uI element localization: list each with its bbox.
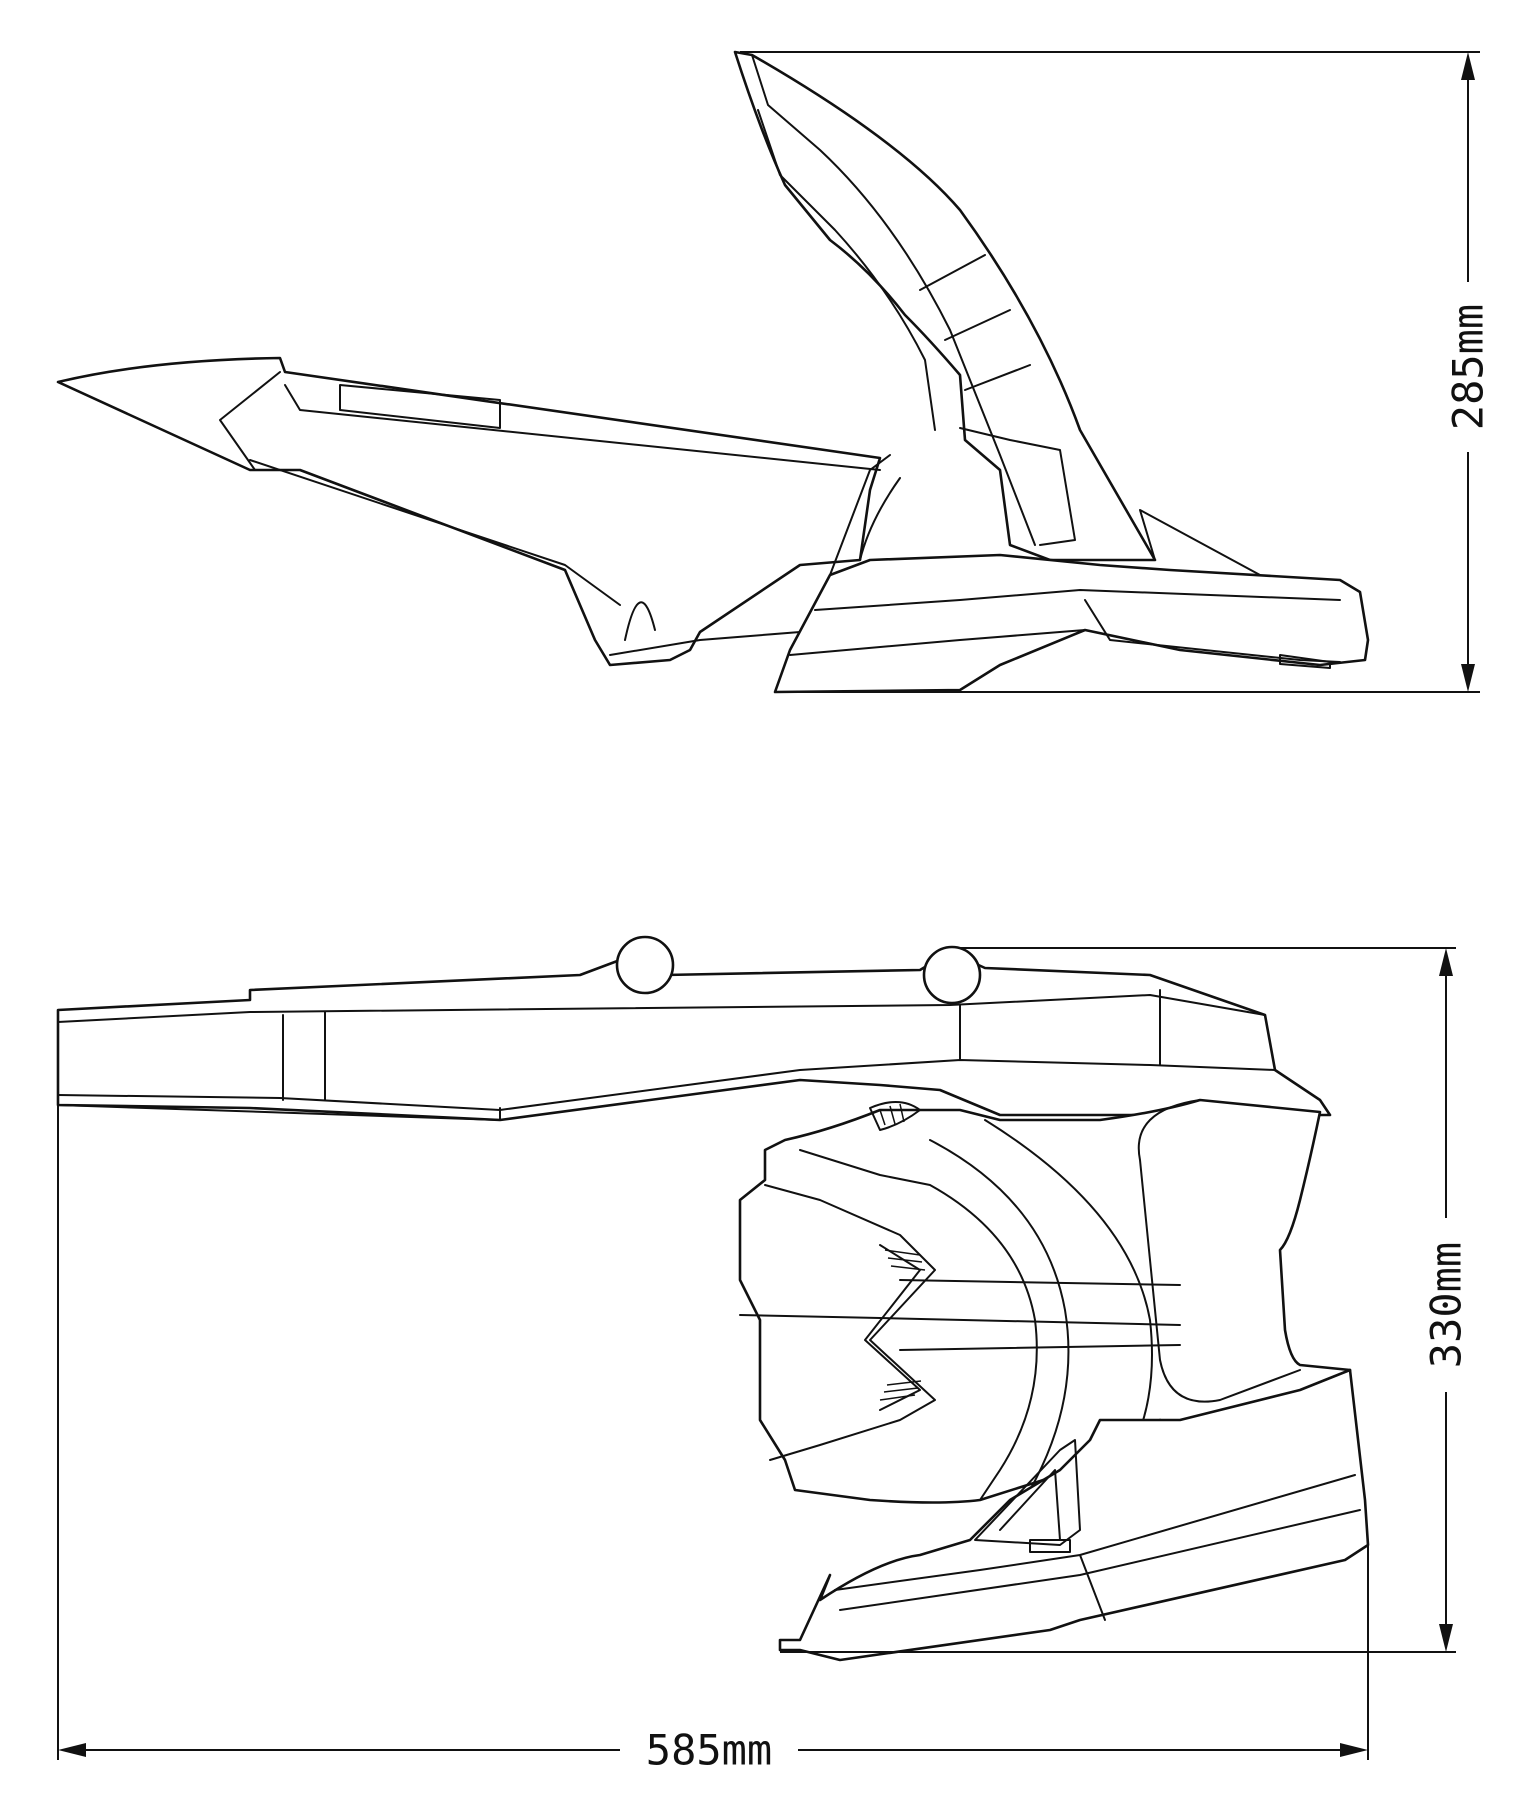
top-view-hugger-side-cutout bbox=[1137, 1099, 1301, 1403]
top-view-skirt-fin-inner bbox=[999, 1469, 1061, 1541]
top-view-hugger-top-vent bbox=[869, 1101, 921, 1131]
side-view-fin-rib-2 bbox=[944, 309, 1011, 341]
side-view-fin-rib-3 bbox=[964, 364, 1031, 391]
top-view-hugger-outer-arc bbox=[799, 1149, 1038, 1501]
dimension-overall-width: 585mm bbox=[57, 1105, 1369, 1775]
side-view bbox=[56, 50, 1370, 694]
top-view-hugger-chevron bbox=[764, 1184, 936, 1461]
dimension-side-height: 285mm bbox=[740, 51, 1493, 693]
top-view-skirt-fin bbox=[974, 1439, 1081, 1546]
side-view-tail-upper-rail bbox=[284, 384, 881, 471]
top-view-hugger-hline-2 bbox=[899, 1344, 1181, 1351]
dim-top-height-label: 330mm bbox=[1422, 1242, 1471, 1368]
top-view-skirt-line-2 bbox=[839, 1509, 1361, 1611]
top-view bbox=[56, 935, 1370, 1662]
top-view-beam-bottom-tab bbox=[57, 1104, 501, 1121]
dim-width-label: 585mm bbox=[646, 1726, 772, 1775]
side-view-base bbox=[773, 553, 1370, 694]
dim-top-height-arrow-top bbox=[1439, 948, 1453, 976]
top-view-hugger-top-vent-hatch bbox=[879, 1103, 905, 1126]
dim-top-height-arrow-bottom bbox=[1439, 1624, 1453, 1652]
top-view-beam bbox=[56, 950, 1332, 1122]
top-view-hugger-hline-1 bbox=[899, 1279, 1181, 1286]
side-view-tail-bottom-line bbox=[609, 631, 801, 656]
side-view-tail-tip-line bbox=[219, 371, 281, 471]
top-view-hugger-mid-arc bbox=[929, 1139, 1070, 1491]
side-view-base-front-edge bbox=[829, 454, 891, 576]
top-view-mount-boss-2 bbox=[922, 945, 982, 1005]
top-view-skirt-line-1 bbox=[834, 1474, 1356, 1591]
top-view-beam-inner-bottom bbox=[57, 1059, 1276, 1111]
side-view-tail-inner-rail bbox=[249, 459, 621, 606]
top-view-skirt-tab bbox=[1029, 1539, 1071, 1553]
top-view-skirt bbox=[778, 1368, 1370, 1662]
top-view-mount-boss-1 bbox=[615, 935, 675, 995]
side-view-rear-flap bbox=[1139, 509, 1261, 576]
top-view-hugger-hatch-1 bbox=[879, 1249, 926, 1401]
top-view-skirt-line-3 bbox=[1079, 1554, 1106, 1621]
dim-width-arrow-right bbox=[1340, 1743, 1368, 1757]
side-view-base-mid-line bbox=[789, 629, 1086, 656]
side-view-fin-inner-edge bbox=[757, 109, 936, 431]
side-view-fin bbox=[733, 50, 1157, 562]
dim-side-height-label: 285mm bbox=[1444, 304, 1493, 430]
side-view-fin-rib-1 bbox=[919, 254, 986, 291]
dim-width-arrow-left bbox=[58, 1743, 86, 1757]
side-view-tail-arm bbox=[56, 356, 882, 667]
side-view-base-front-curve bbox=[859, 477, 901, 561]
top-view-hugger-centerline bbox=[739, 1314, 1181, 1326]
side-view-fin-brace bbox=[959, 427, 1076, 546]
side-view-tail-panel bbox=[339, 384, 501, 429]
dim-side-height-arrow-top bbox=[1461, 52, 1475, 80]
top-view-beam-inner-top bbox=[57, 994, 1266, 1023]
side-view-tail-bump bbox=[624, 601, 656, 641]
side-view-fin-outer-edge bbox=[751, 54, 1036, 546]
dimension-top-height: 330mm bbox=[780, 947, 1471, 1653]
side-view-base-foot bbox=[1279, 654, 1331, 669]
side-view-base-top-line bbox=[814, 589, 1341, 611]
dim-side-height-arrow-bottom bbox=[1461, 664, 1475, 692]
